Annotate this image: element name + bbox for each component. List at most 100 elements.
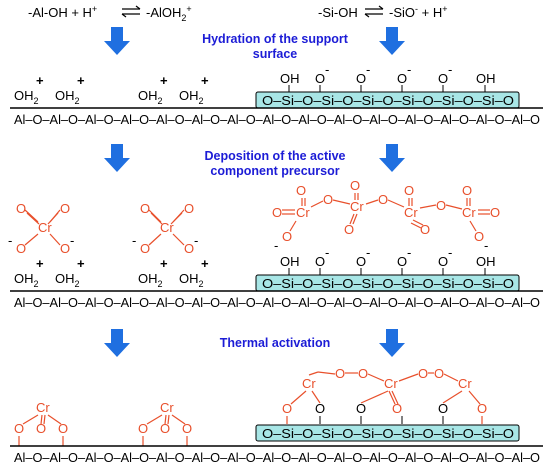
svg-text:+: + xyxy=(36,256,44,271)
svg-text:O: O xyxy=(356,254,366,269)
svg-text:O: O xyxy=(397,254,407,269)
svg-text:O: O xyxy=(438,254,448,269)
silica-layer xyxy=(255,424,520,442)
silanol-group: OH xyxy=(476,254,496,275)
svg-text:-: - xyxy=(407,62,411,77)
svg-text:-AlOH2+: -AlOH2+ xyxy=(146,4,192,23)
svg-text:O: O xyxy=(272,205,282,220)
silanolate-group: O - xyxy=(356,245,370,275)
svg-text:O: O xyxy=(490,205,500,220)
arrow-down-icon xyxy=(104,27,130,55)
silanolate-group: O - xyxy=(397,62,411,92)
svg-text:-: - xyxy=(407,245,411,260)
svg-text:O: O xyxy=(184,241,194,256)
svg-text:-: - xyxy=(325,245,329,260)
svg-text:O: O xyxy=(438,401,448,416)
svg-text:O: O xyxy=(16,241,26,256)
svg-text:O: O xyxy=(392,401,402,416)
svg-text:O: O xyxy=(184,201,194,216)
step1-title-line1: Hydration of the support xyxy=(202,32,349,46)
svg-text:O: O xyxy=(356,71,366,86)
svg-text:Cr: Cr xyxy=(462,205,476,220)
svg-text:-Si-OH: -Si-OH xyxy=(318,5,358,20)
activated-catalyst-surface: O–Si–O–Si–O–Si–O–Si–O–Si–O–Si–O Al–O–Al–… xyxy=(10,424,543,465)
step2-title-line1: Deposition of the active xyxy=(205,149,346,163)
silanol-group: OH xyxy=(280,71,300,92)
svg-text:O: O xyxy=(356,401,366,416)
svg-text:O: O xyxy=(315,71,325,86)
silanolate-group: O - xyxy=(315,245,329,275)
svg-text:O: O xyxy=(36,421,46,436)
arrow-down-icon xyxy=(379,329,405,357)
svg-text:O: O xyxy=(434,366,444,381)
svg-text:Cr: Cr xyxy=(384,376,398,391)
svg-text:O: O xyxy=(350,178,360,193)
svg-text:-: - xyxy=(448,62,452,77)
svg-text:O: O xyxy=(140,241,150,256)
grafted-chromium-site: Cr O O O xyxy=(14,400,68,446)
svg-text:OH2: OH2 xyxy=(179,271,204,289)
svg-text:-: - xyxy=(325,62,329,77)
svg-text:-SiO- + H+: -SiO- + H+ xyxy=(389,4,447,20)
svg-text:O: O xyxy=(436,198,446,213)
svg-text:Cr: Cr xyxy=(350,199,364,214)
grafted-polychromate-chain: Cr Cr Cr O O O O O O O O O O xyxy=(282,366,487,424)
svg-text:OH2: OH2 xyxy=(55,88,80,106)
svg-text:-: - xyxy=(448,245,452,260)
svg-text:O: O xyxy=(282,401,292,416)
protonated-hydroxyl-group: OH2 + xyxy=(179,73,209,106)
svg-text:+: + xyxy=(36,73,44,88)
svg-text:O: O xyxy=(344,222,354,237)
svg-text:O: O xyxy=(182,421,192,436)
svg-text:O: O xyxy=(60,241,70,256)
svg-text:O: O xyxy=(404,183,414,198)
svg-text:+: + xyxy=(77,73,85,88)
step3-title-line1: Thermal activation xyxy=(220,336,330,350)
svg-text:O: O xyxy=(296,183,306,198)
svg-text:O: O xyxy=(282,229,292,244)
svg-text:Cr: Cr xyxy=(404,205,418,220)
polychromate-chain: Cr Cr Cr Cr O O O O O O O O O O O O - O … xyxy=(272,178,500,253)
svg-text:-: - xyxy=(274,238,278,253)
arrow-down-icon xyxy=(379,27,405,55)
svg-text:OH: OH xyxy=(476,71,496,86)
svg-text:OH: OH xyxy=(280,71,300,86)
svg-text:-: - xyxy=(366,62,370,77)
svg-text:Cr: Cr xyxy=(36,400,50,415)
silanolate-group: O - xyxy=(315,62,329,92)
svg-text:O: O xyxy=(58,421,68,436)
svg-text:O: O xyxy=(358,366,368,381)
svg-text:OH2: OH2 xyxy=(138,88,163,106)
step2-title-line2: component precursor xyxy=(210,164,339,178)
svg-text:OH2: OH2 xyxy=(14,271,39,289)
svg-text:O: O xyxy=(477,401,487,416)
equilibrium-arrow-icon xyxy=(121,5,141,18)
svg-text:O: O xyxy=(397,71,407,86)
equation-alumina: -Al-OH + H+ -AlOH2+ xyxy=(28,4,192,23)
svg-text:O: O xyxy=(138,421,148,436)
svg-text:O: O xyxy=(418,366,428,381)
chromate-anion: O O Cr O O - - xyxy=(132,201,198,256)
svg-text:O: O xyxy=(335,366,345,381)
svg-text:OH2: OH2 xyxy=(55,271,80,289)
protonated-hydroxyl-group: OH2 + xyxy=(14,73,44,106)
svg-text:Cr: Cr xyxy=(160,400,174,415)
svg-text:O: O xyxy=(438,71,448,86)
svg-text:Cr: Cr xyxy=(458,376,472,391)
silanolate-group: O - xyxy=(438,245,452,275)
protonated-hydroxyl-group: OH2 + xyxy=(55,256,85,289)
protonated-hydroxyl-group: OH2 + xyxy=(138,73,168,106)
silica-chain-text: O–Si–O–Si–O–Si–O–Si–O–Si–O–Si–O xyxy=(262,276,514,291)
svg-text:O: O xyxy=(462,183,472,198)
svg-text:-: - xyxy=(132,233,136,248)
hydrated-surface-with-precursor: O–Si–O–Si–O–Si–O–Si–O–Si–O–Si–O Al–O–Al–… xyxy=(10,245,543,310)
silica-chain-text: O–Si–O–Si–O–Si–O–Si–O–Si–O–Si–O xyxy=(262,426,514,441)
svg-text:OH2: OH2 xyxy=(138,271,163,289)
svg-text:OH2: OH2 xyxy=(14,88,39,106)
alumina-chain-text: Al–O–Al–O–Al–O–Al–O–Al–O–Al–O–Al–O–Al–O–… xyxy=(14,450,540,465)
svg-text:+: + xyxy=(160,73,168,88)
svg-text:-Al-OH + H+: -Al-OH + H+ xyxy=(28,4,97,20)
svg-text:O: O xyxy=(60,201,70,216)
svg-text:O: O xyxy=(474,229,484,244)
svg-text:O: O xyxy=(323,192,333,207)
